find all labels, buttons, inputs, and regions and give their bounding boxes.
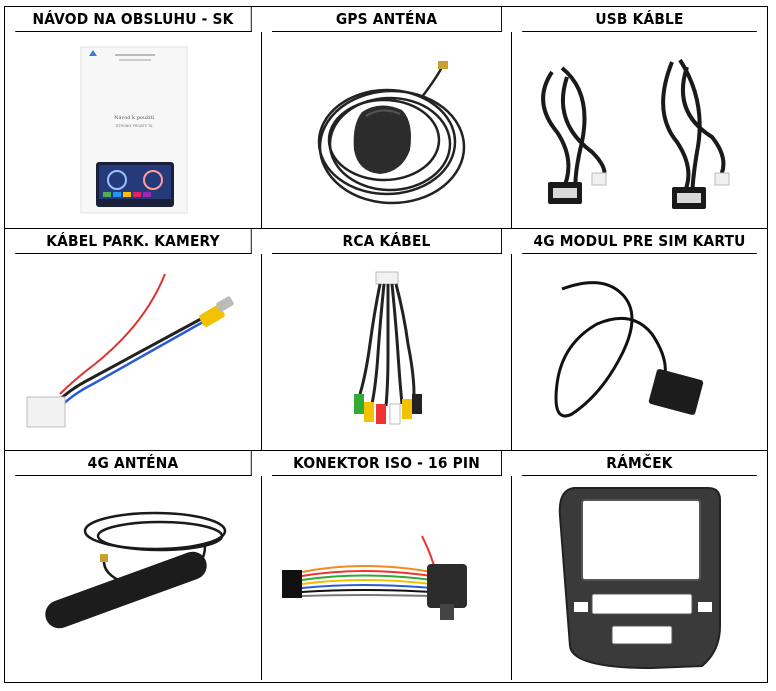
header-frame: RÁMČEK <box>522 451 757 476</box>
accessories-table: NÁVOD NA OBSLUHU - SK GPS ANTÉNA USB KÁB… <box>4 6 768 683</box>
parking-camera-cable-image <box>5 254 262 451</box>
gps-antenna-image <box>262 32 512 229</box>
frame-image <box>512 476 767 680</box>
manual-subtitle-text: DTRONIX PRIVATE TA <box>116 124 153 128</box>
header-iso-connector: KONEKTOR ISO - 16 PIN <box>272 451 502 476</box>
4g-antenna-image <box>5 476 262 680</box>
header-4g-antenna: 4G ANTÉNA <box>15 451 252 476</box>
header-parking-camera-cable: KÁBEL PARK. KAMERY <box>15 229 252 254</box>
manual-title-text: Návod k použití <box>114 114 154 121</box>
header-rca-cable: RCA KÁBEL <box>272 229 502 254</box>
header-gps-antenna: GPS ANTÉNA <box>272 7 502 32</box>
usb-cables-image <box>512 32 767 229</box>
iso-16pin-connector-image <box>262 476 512 680</box>
header-4g-sim-module: 4G MODUL PRE SIM KARTU <box>522 229 757 254</box>
4g-sim-module-image <box>512 254 767 451</box>
manual-image: Návod k použití DTRONIX PRIVATE TA <box>5 32 262 229</box>
rca-cable-image <box>262 254 512 451</box>
header-manual: NÁVOD NA OBSLUHU - SK <box>15 7 252 32</box>
header-usb-cables: USB KÁBLE <box>522 7 757 32</box>
